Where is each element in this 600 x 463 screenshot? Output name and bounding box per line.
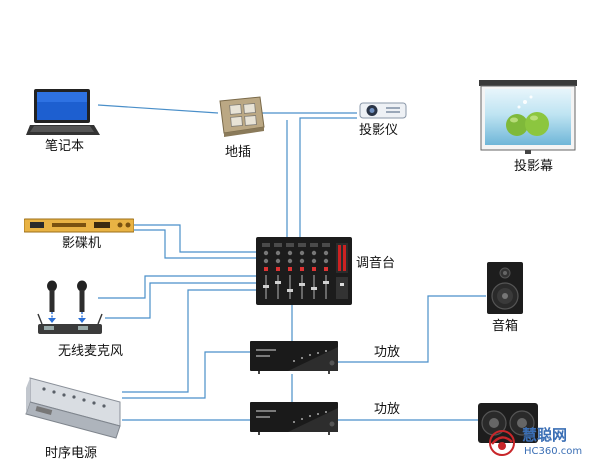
- mixer-label: 调音台: [356, 256, 396, 271]
- speaker-icon: [487, 262, 523, 314]
- wireless-mic-label: 无线麦克风: [58, 344, 124, 359]
- dvd-player-icon: [24, 218, 134, 233]
- sequencer-power-label: 时序电源: [45, 446, 98, 461]
- wire-mic-mixer-b: [105, 282, 256, 319]
- wire-mic-mixer-a: [98, 275, 256, 299]
- projector-label: 投影仪: [359, 123, 399, 138]
- speaker-2-icon: [478, 403, 538, 443]
- laptop-label: 笔记本: [45, 139, 85, 154]
- dvd-player-label: 影碟机: [62, 236, 102, 251]
- wire-seq-amp1: [122, 351, 250, 399]
- wire-dvd-mixer-a: [132, 224, 256, 253]
- wire-seq-mixer: [122, 289, 256, 393]
- watermark-logo-icon: [489, 430, 515, 456]
- wire-laptop-socket: [97, 104, 219, 114]
- amplifier-2-label: 功放: [374, 402, 401, 417]
- wireless-mic-icon: [37, 280, 103, 334]
- sequencer-power-icon: [25, 377, 121, 439]
- amplifier-1-icon: [250, 341, 338, 374]
- amplifier-1-label: 功放: [374, 345, 401, 360]
- wire-dvd-mixer-b: [132, 229, 256, 259]
- floor-socket-icon: [219, 96, 265, 137]
- wire-amp1-speaker: [337, 295, 486, 363]
- mixer-icon: [256, 237, 352, 305]
- watermark-url: HC360.com: [524, 446, 583, 457]
- wire-projector-mixer: [299, 117, 357, 238]
- watermark-brand: 慧聪网: [522, 426, 568, 444]
- projection-screen-icon: [479, 80, 577, 154]
- amplifier-2-icon: [250, 402, 338, 435]
- projection-screen-label: 投影幕: [514, 159, 554, 174]
- laptop-icon: [26, 89, 100, 135]
- projector-icon: [359, 102, 407, 119]
- floor-socket-label: 地插: [225, 145, 252, 160]
- speaker-label: 音箱: [492, 319, 519, 334]
